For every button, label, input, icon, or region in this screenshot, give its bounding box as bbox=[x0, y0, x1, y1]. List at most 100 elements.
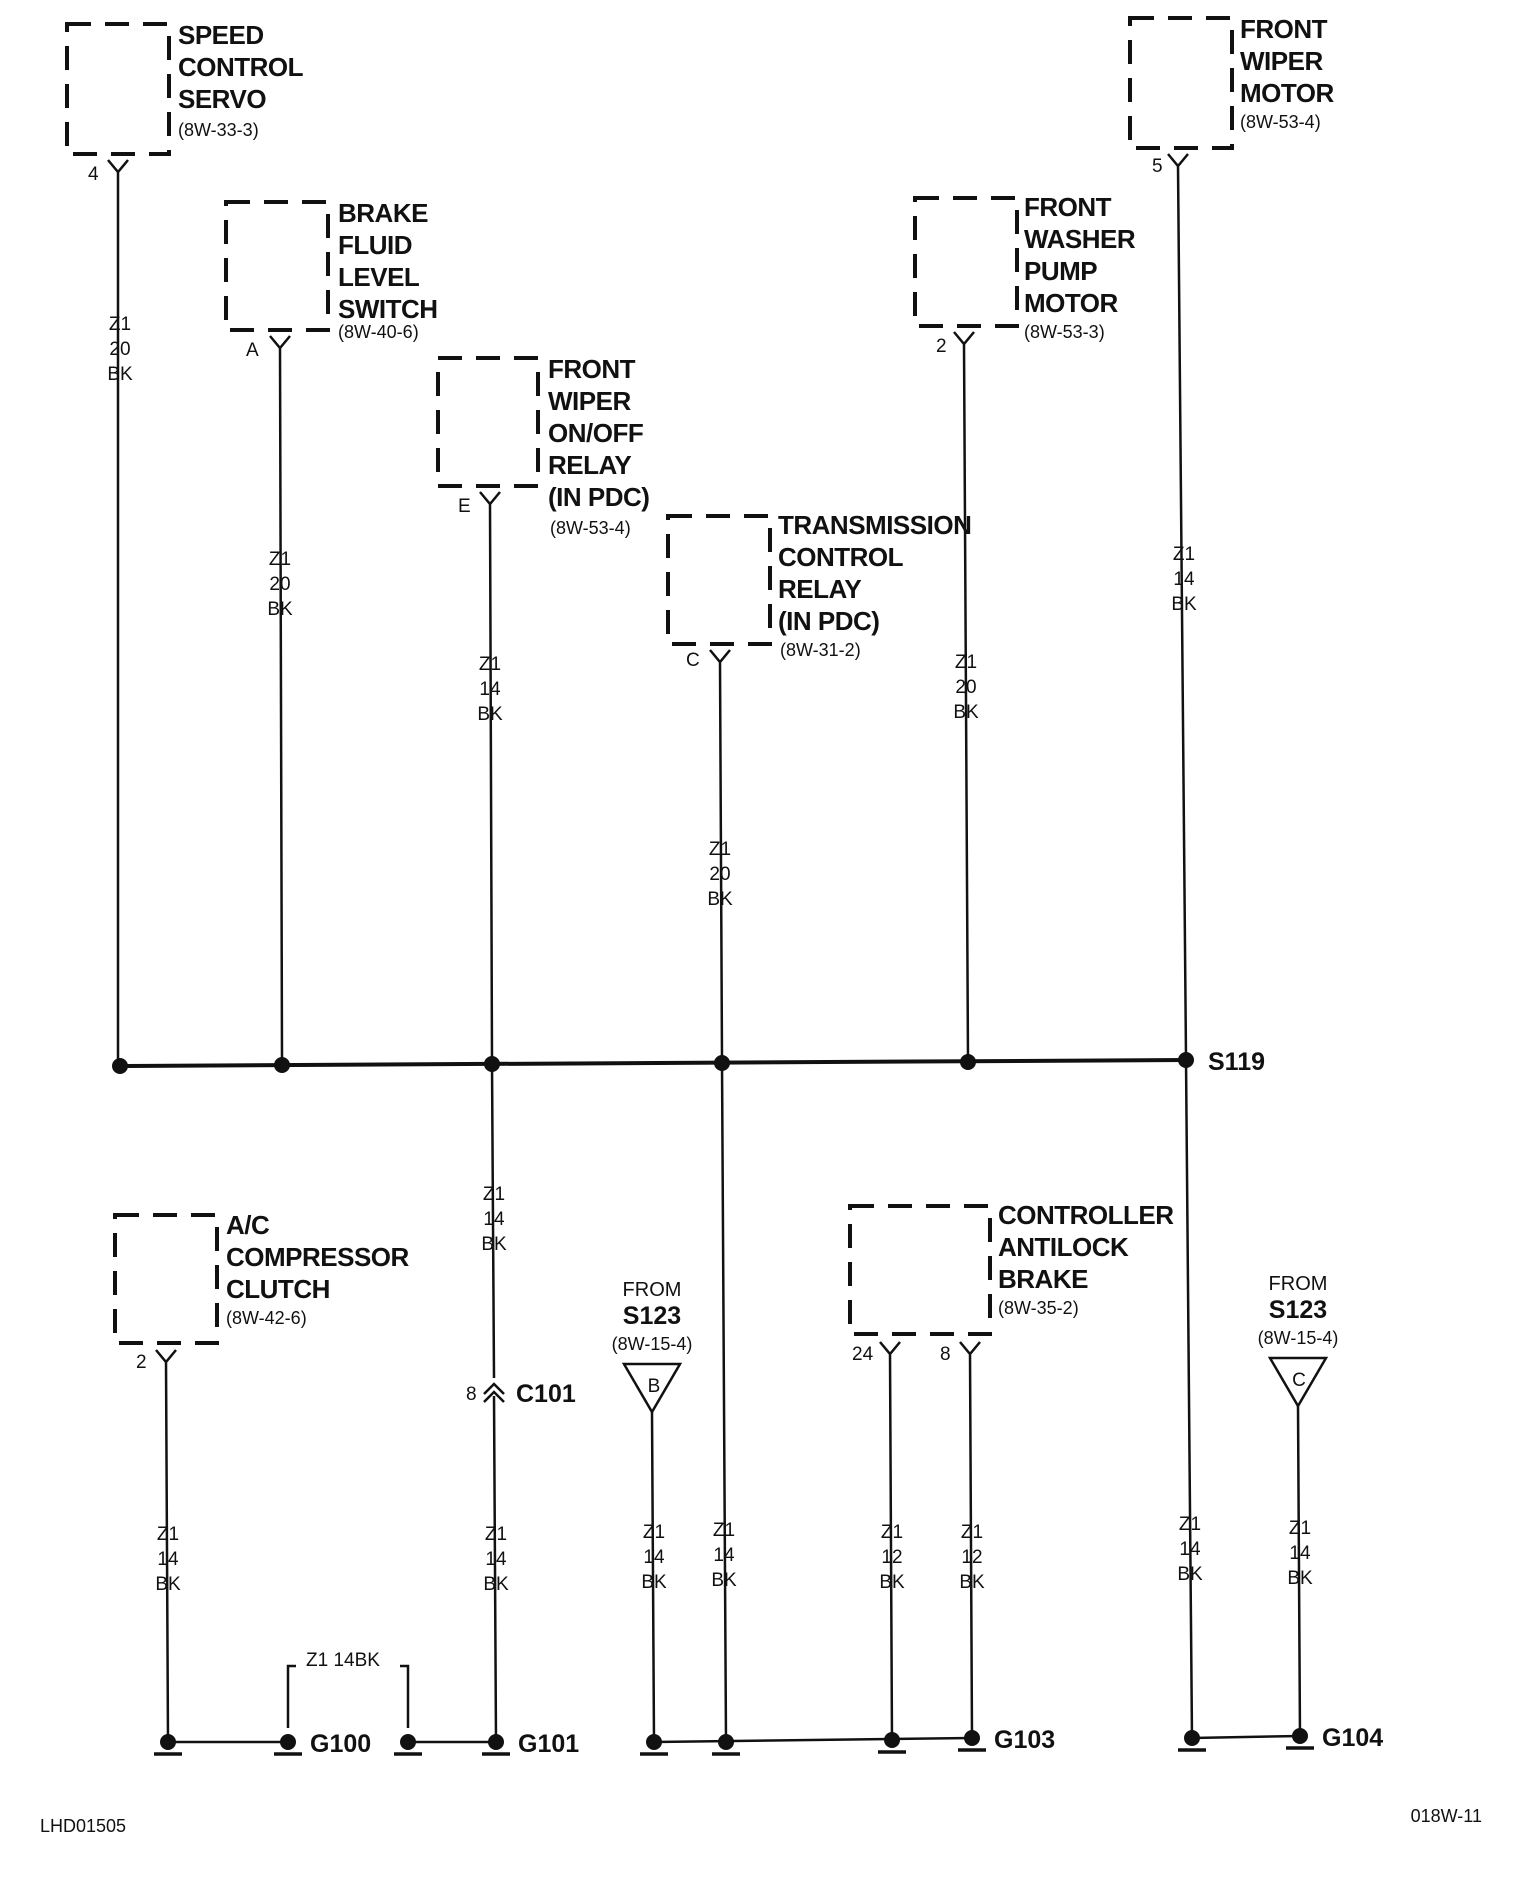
svg-text:LEVEL: LEVEL bbox=[338, 262, 420, 292]
svg-text:Z1: Z1 bbox=[961, 1522, 983, 1543]
connector-c101-label: C101 bbox=[516, 1380, 576, 1408]
svg-text:14: 14 bbox=[1179, 1539, 1201, 1560]
svg-text:Z1: Z1 bbox=[483, 1184, 505, 1205]
svg-text:Z1: Z1 bbox=[479, 654, 501, 675]
splice-label: S119 bbox=[1208, 1048, 1265, 1076]
svg-text:CONTROL: CONTROL bbox=[778, 542, 904, 572]
ground-label-g104: G104 bbox=[1322, 1724, 1383, 1752]
svg-text:14: 14 bbox=[479, 679, 501, 700]
svg-text:FRONT: FRONT bbox=[1240, 14, 1328, 44]
svg-text:BK: BK bbox=[267, 599, 293, 620]
component-speed-control-servo: SPEED CONTROL SERVO (8W-33-3) 4 bbox=[65, 20, 304, 1060]
svg-text:Z1: Z1 bbox=[881, 1522, 903, 1543]
svg-text:2: 2 bbox=[936, 336, 947, 357]
svg-text:BK: BK bbox=[155, 1574, 181, 1595]
wire-label-w10: Z1 14 BK bbox=[641, 1522, 667, 1593]
svg-text:(8W-35-2): (8W-35-2) bbox=[998, 1298, 1079, 1318]
svg-text:CLUTCH: CLUTCH bbox=[226, 1274, 330, 1304]
svg-text:C: C bbox=[686, 650, 700, 671]
ground-label-g101: G101 bbox=[518, 1730, 579, 1758]
svg-text:SWITCH: SWITCH bbox=[338, 294, 438, 324]
svg-text:(8W-53-4): (8W-53-4) bbox=[1240, 112, 1321, 132]
svg-text:CONTROLLER: CONTROLLER bbox=[998, 1200, 1174, 1230]
svg-text:2: 2 bbox=[136, 1352, 147, 1373]
svg-text:12: 12 bbox=[961, 1547, 982, 1568]
svg-text:14: 14 bbox=[483, 1209, 505, 1230]
svg-text:RELAY: RELAY bbox=[548, 450, 631, 480]
wire-label-w6: Z1 14 BK bbox=[1171, 544, 1197, 615]
wire-trans-down bbox=[720, 1062, 728, 1743]
wire-label-w8: Z1 14 BK bbox=[155, 1524, 181, 1595]
svg-text:24: 24 bbox=[852, 1344, 874, 1365]
svg-text:BK: BK bbox=[707, 889, 733, 910]
svg-text:8: 8 bbox=[466, 1384, 477, 1405]
wire-label-w13: Z1 12 BK bbox=[959, 1522, 985, 1593]
ground-group-g100: G100 bbox=[154, 1730, 371, 1758]
svg-text:Z1 14BK: Z1 14BK bbox=[306, 1650, 380, 1671]
ground-label-g100: G100 bbox=[310, 1730, 371, 1758]
svg-text:(8W-40-6): (8W-40-6) bbox=[338, 322, 419, 342]
component-front-wiper-relay: FRONT WIPER ON/OFF RELAY (IN PDC) (8W-53… bbox=[436, 354, 650, 1061]
component-brake-fluid-level-switch: BRAKE FLUID LEVEL SWITCH (8W-40-6) A bbox=[224, 198, 438, 1061]
svg-text:CONTROL: CONTROL bbox=[178, 52, 304, 82]
wire-label-w5: Z1 20 BK bbox=[953, 652, 979, 723]
svg-text:(IN PDC): (IN PDC) bbox=[548, 482, 649, 512]
ground-group-g104: G104 bbox=[1178, 1724, 1383, 1752]
splice-bus: S119 bbox=[112, 1048, 1265, 1076]
wire-label-w9: Z1 14 BK bbox=[483, 1524, 509, 1595]
svg-text:ON/OFF: ON/OFF bbox=[548, 418, 643, 448]
svg-text:BK: BK bbox=[1177, 1564, 1203, 1585]
wire-label-w11: Z1 14 BK bbox=[711, 1520, 737, 1591]
svg-text:(IN PDC): (IN PDC) bbox=[778, 606, 879, 636]
svg-text:BK: BK bbox=[711, 1570, 737, 1591]
svg-text:PUMP: PUMP bbox=[1024, 256, 1097, 286]
svg-text:Z1: Z1 bbox=[157, 1524, 179, 1545]
wire-label-w14: Z1 14 BK bbox=[1177, 1514, 1203, 1585]
component-front-washer-pump-motor: FRONT WASHER PUMP MOTOR (8W-53-3) 2 bbox=[913, 192, 1136, 1061]
footer-left-code: LHD01505 bbox=[40, 1816, 126, 1836]
svg-text:FLUID: FLUID bbox=[338, 230, 412, 260]
wire-c101-run: 8 C101 bbox=[466, 1063, 576, 1743]
svg-text:FRONT: FRONT bbox=[1024, 192, 1112, 222]
svg-text:14: 14 bbox=[1173, 569, 1195, 590]
svg-text:B: B bbox=[648, 1376, 661, 1397]
svg-text:S123: S123 bbox=[1269, 1296, 1327, 1324]
ground-group-g101: G101 bbox=[394, 1730, 579, 1758]
svg-text:RELAY: RELAY bbox=[778, 574, 861, 604]
svg-text:BRAKE: BRAKE bbox=[998, 1264, 1088, 1294]
svg-text:SERVO: SERVO bbox=[178, 84, 266, 114]
component-transmission-control-relay: TRANSMISSION CONTROL RELAY (IN PDC) (8W-… bbox=[666, 510, 972, 1061]
ground-label-g103: G103 bbox=[994, 1726, 1055, 1754]
svg-text:TRANSMISSION: TRANSMISSION bbox=[778, 510, 971, 540]
svg-text:5: 5 bbox=[1152, 156, 1163, 177]
wire-label-w1: Z1 20 BK bbox=[107, 314, 133, 385]
svg-text:A: A bbox=[246, 340, 259, 361]
svg-text:FRONT: FRONT bbox=[548, 354, 636, 384]
wire-label-w2: Z1 20 BK bbox=[267, 549, 293, 620]
svg-text:14: 14 bbox=[713, 1545, 735, 1566]
svg-text:A/C: A/C bbox=[226, 1210, 270, 1240]
svg-text:Z1: Z1 bbox=[955, 652, 977, 673]
svg-text:14: 14 bbox=[1289, 1543, 1311, 1564]
component-ac-compressor-clutch: A/C COMPRESSOR CLUTCH (8W-42-6) 2 bbox=[113, 1210, 410, 1743]
svg-text:(8W-15-4): (8W-15-4) bbox=[1258, 1328, 1339, 1348]
svg-text:BK: BK bbox=[1287, 1568, 1313, 1589]
svg-text:Z1: Z1 bbox=[1173, 544, 1195, 565]
component-controller-antilock-brake: CONTROLLER ANTILOCK BRAKE (8W-35-2) 24 8 bbox=[848, 1200, 1175, 1743]
svg-text:14: 14 bbox=[643, 1547, 665, 1568]
svg-text:20: 20 bbox=[269, 574, 290, 595]
svg-text:20: 20 bbox=[955, 677, 976, 698]
svg-text:WASHER: WASHER bbox=[1024, 224, 1136, 254]
svg-text:E: E bbox=[458, 496, 471, 517]
svg-text:(8W-33-3): (8W-33-3) bbox=[178, 120, 259, 140]
wire-label-w4: Z1 20 BK bbox=[707, 839, 733, 910]
wire-label-w7: Z1 14 BK bbox=[481, 1184, 507, 1255]
svg-text:BK: BK bbox=[879, 1572, 905, 1593]
component-front-wiper-motor: FRONT WIPER MOTOR (8W-53-4) 5 bbox=[1128, 14, 1335, 1059]
svg-text:20: 20 bbox=[709, 864, 730, 885]
svg-text:(8W-42-6): (8W-42-6) bbox=[226, 1308, 307, 1328]
wire-s119-down bbox=[1184, 1059, 1194, 1739]
svg-text:Z1: Z1 bbox=[1289, 1518, 1311, 1539]
svg-text:(8W-53-3): (8W-53-3) bbox=[1024, 322, 1105, 342]
svg-text:14: 14 bbox=[157, 1549, 179, 1570]
